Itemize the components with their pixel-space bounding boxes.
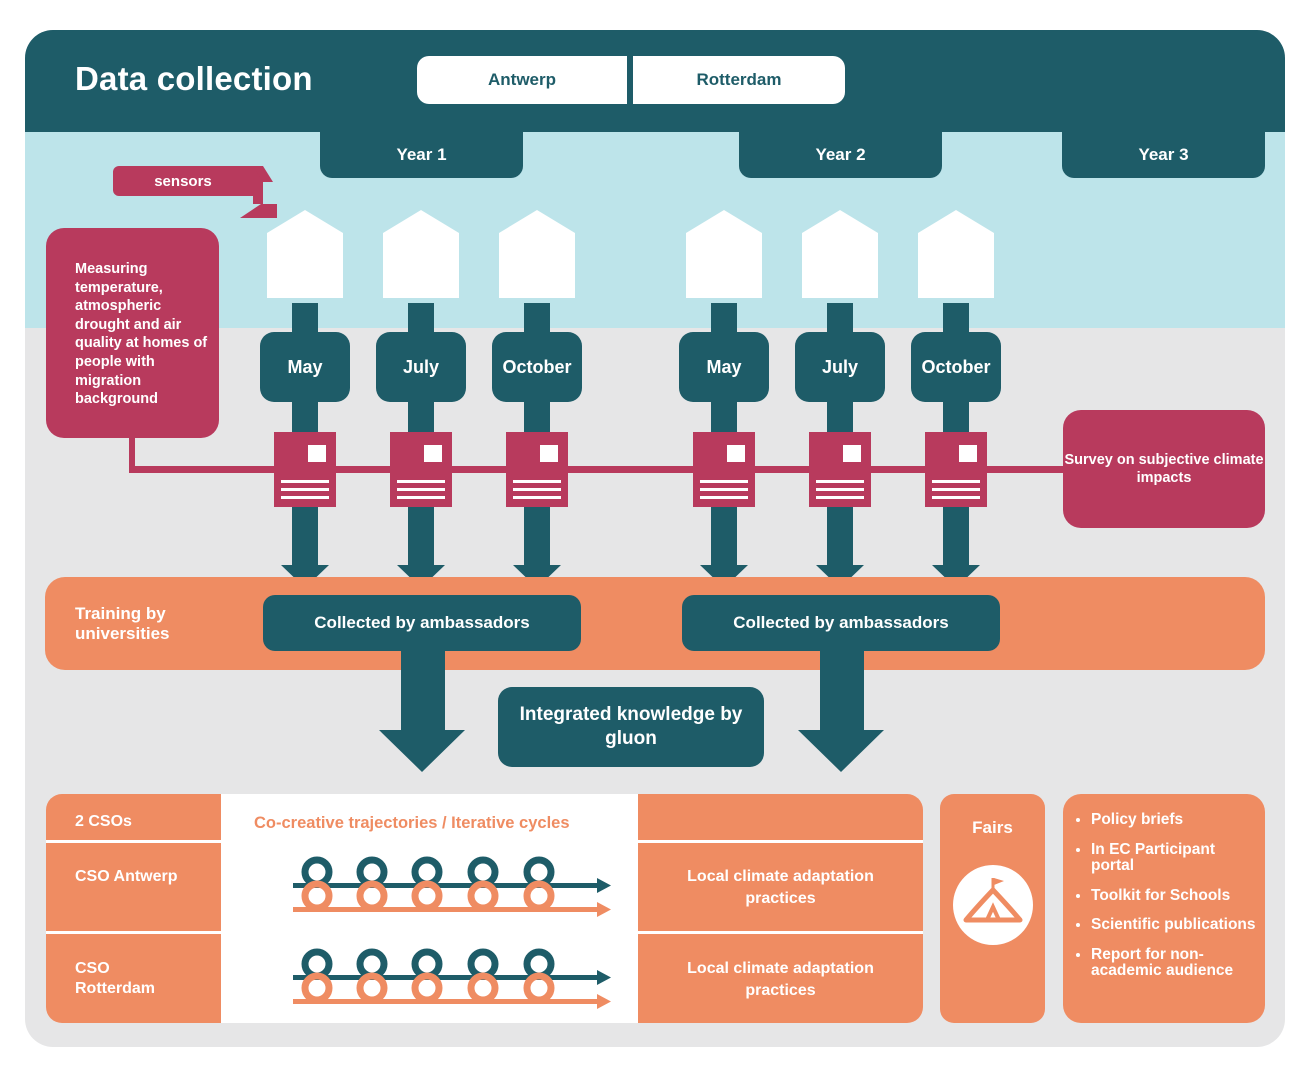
outputs-box: Policy briefs In EC Participant portal T…	[1063, 794, 1265, 1023]
tab-antwerp[interactable]: Antwerp	[417, 56, 627, 104]
output-scientific-publications: Scientific publications	[1091, 916, 1257, 934]
house-6	[918, 210, 994, 298]
cycle-row-rotterdam	[293, 948, 611, 1009]
cso-rotterdam-label: CSO Rotterdam	[75, 960, 156, 997]
cso-antwerp-label: CSO Antwerp	[75, 868, 178, 885]
month-october-y2: October	[911, 332, 1001, 402]
output-ec-participant-portal: In EC Participant portal	[1091, 841, 1257, 875]
output-toolkit-for-schools: Toolkit for Schools	[1091, 887, 1257, 905]
page-title: Data collection	[75, 60, 313, 97]
sensors-arrow-bend	[253, 166, 273, 182]
survey-timeline	[129, 466, 1069, 473]
survey-form-icon	[693, 432, 755, 507]
tab-rotterdam[interactable]: Rotterdam	[633, 56, 845, 104]
fairs-label: Fairs	[972, 818, 1013, 837]
survey-forms	[274, 432, 987, 507]
month-may-y2: May	[679, 332, 769, 402]
iterative-cycle-loops	[293, 856, 611, 1009]
year-1-label: Year 1	[320, 132, 523, 178]
local-practices-rotterdam: Local climate adaptation practices	[638, 958, 923, 1002]
local-practices-text: Local climate adaptation practices	[687, 960, 874, 999]
survey-form-icon	[274, 432, 336, 507]
integrated-knowledge-text: Integrated knowledge by gluon	[519, 704, 743, 749]
collected-by-ambassadors-y2: Collected by ambassadors	[682, 595, 1000, 651]
local-practices-text: Local climate adaptation practices	[687, 868, 874, 907]
house-1	[267, 210, 343, 298]
left-down-arrow-head	[379, 730, 465, 772]
grid-divider	[46, 931, 923, 934]
right-down-arrow-head	[798, 730, 884, 772]
outputs-list: Policy briefs In EC Participant portal T…	[1063, 794, 1265, 980]
collected-by-ambassadors-y1: Collected by ambassadors	[263, 595, 581, 651]
integrated-knowledge-box: Integrated knowledge by gluon	[498, 687, 764, 767]
cso-grid: 2 CSOs Co-creative trajectories / Iterat…	[46, 794, 923, 1023]
sensors-arrow-tail	[240, 166, 277, 218]
survey-form-icon	[390, 432, 452, 507]
measuring-callout: Measuring temperature, atmospheric droug…	[46, 228, 219, 438]
cycles-label: Co-creative trajectories / Iterative cyc…	[254, 814, 570, 832]
output-policy-briefs: Policy briefs	[1091, 811, 1257, 829]
sensors-label: sensors	[113, 166, 253, 196]
csos-label: 2 CSOs	[75, 813, 132, 830]
houses	[267, 210, 994, 298]
diagram-frame: Data collection Antwerp Rotterdam Year 1…	[25, 30, 1285, 1047]
local-practices-antwerp: Local climate adaptation practices	[638, 866, 923, 910]
house-3	[499, 210, 575, 298]
house-4	[686, 210, 762, 298]
timeline-drop	[129, 438, 135, 472]
output-report-non-academic: Report for non-academic audience	[1091, 946, 1257, 980]
survey-form-icon	[506, 432, 568, 507]
training-label: Training by universities	[75, 604, 170, 643]
grid-divider	[46, 840, 923, 843]
survey-form-icon	[925, 432, 987, 507]
house-5	[802, 210, 878, 298]
month-july-y2: July	[795, 332, 885, 402]
month-july-y1: July	[376, 332, 466, 402]
year-3-label: Year 3	[1062, 132, 1265, 178]
month-may-y1: May	[260, 332, 350, 402]
tent-icon	[953, 865, 1033, 945]
cycle-row-antwerp	[293, 856, 611, 917]
survey-form-icon	[809, 432, 871, 507]
year-2-label: Year 2	[739, 132, 942, 178]
training-band	[45, 577, 1265, 670]
house-2	[383, 210, 459, 298]
month-october-y1: October	[492, 332, 582, 402]
fairs-box: Fairs	[940, 794, 1045, 1023]
survey-callout: Survey on subjective climate impacts	[1063, 410, 1265, 528]
